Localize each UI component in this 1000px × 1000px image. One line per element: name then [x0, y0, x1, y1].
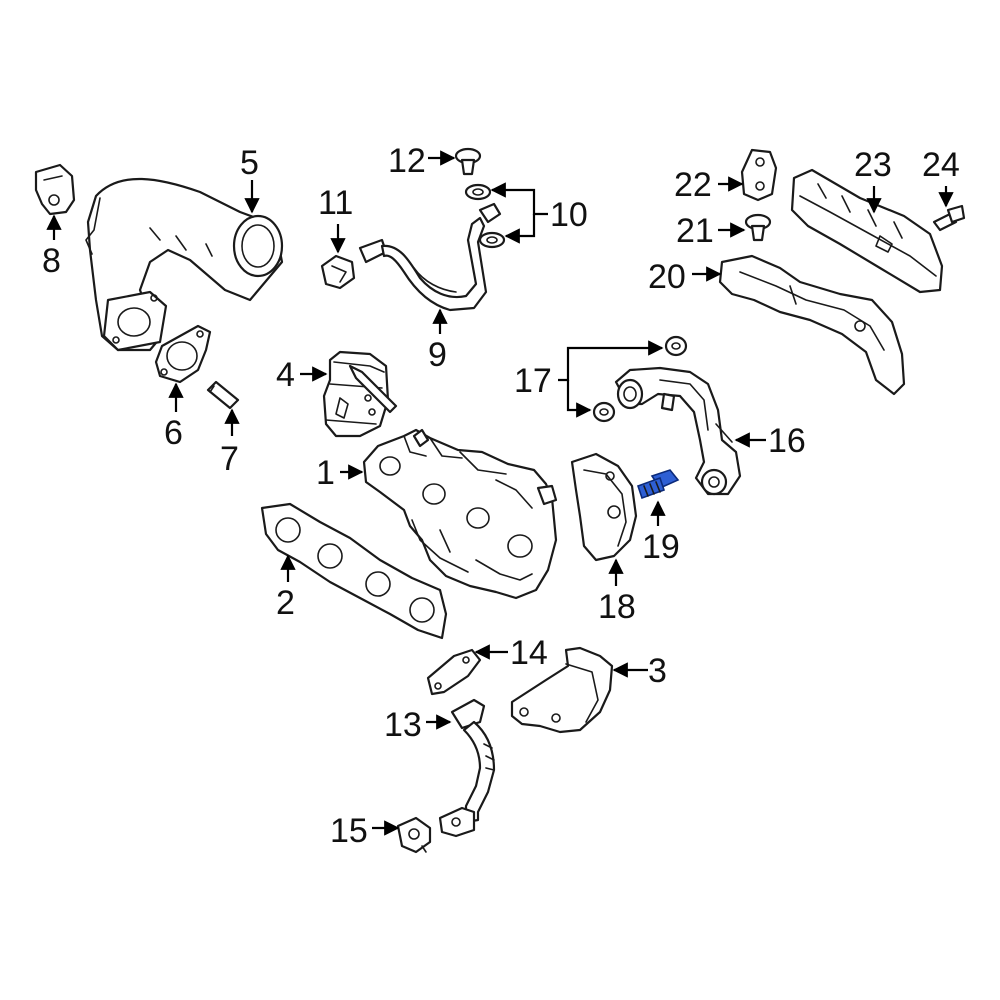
part-6-gasket[interactable] [154, 324, 212, 384]
callout-label-15: 15 [330, 812, 368, 850]
callout-label-10: 10 [550, 196, 588, 234]
callout-label-1: 1 [316, 454, 335, 492]
callout-2: 2 [276, 554, 296, 622]
callout-11: 11 [318, 184, 353, 254]
callout-label-14: 14 [510, 634, 548, 672]
part-8-bracket[interactable] [34, 163, 76, 216]
callout-label-2: 2 [276, 584, 295, 622]
part-14-bracket[interactable] [426, 648, 482, 696]
callout-15: 15 [330, 812, 400, 850]
callout-label-6: 6 [164, 414, 183, 452]
part-11-clip[interactable] [320, 254, 356, 290]
callout-16: 16 [734, 422, 806, 460]
callout-label-22: 22 [674, 166, 712, 204]
part-1-turbocharger[interactable] [362, 428, 558, 600]
callout-23: 23 [854, 146, 892, 214]
callout-8: 8 [42, 214, 62, 280]
callout-24: 24 [922, 146, 960, 208]
part-7-dowel-pin[interactable] [206, 380, 240, 410]
part-22-bracket[interactable] [740, 148, 778, 202]
callout-14: 14 [474, 634, 548, 672]
callout-label-3: 3 [648, 652, 667, 690]
part-4-actuator[interactable] [322, 350, 398, 438]
callout-label-5: 5 [240, 144, 259, 182]
part-13-return-line[interactable] [438, 698, 496, 838]
part-24-stud[interactable] [932, 204, 966, 232]
callout-label-8: 8 [42, 242, 61, 280]
part-19-bolt[interactable] [636, 469, 680, 500]
callout-13: 13 [384, 706, 452, 744]
callout-label-12: 12 [388, 142, 426, 180]
callout-20: 20 [648, 258, 722, 296]
part-12-banjo-bolt[interactable] [454, 147, 482, 176]
part-16-coolant-pipe[interactable] [614, 366, 742, 496]
callout-label-13: 13 [384, 706, 422, 744]
callout-label-23: 23 [854, 146, 892, 184]
callout-label-21: 21 [676, 212, 714, 250]
callout-18: 18 [598, 558, 636, 626]
part-5-intake-pipe[interactable] [85, 177, 284, 352]
part-17-washers[interactable] [592, 335, 688, 423]
callout-17: 17 [514, 340, 664, 418]
part-21-bolt[interactable] [744, 213, 772, 242]
callout-5: 5 [240, 144, 260, 214]
callout-22: 22 [674, 166, 744, 204]
callout-label-16: 16 [768, 422, 806, 460]
callout-label-17: 17 [514, 362, 552, 400]
part-9-oil-line[interactable] [358, 202, 502, 312]
callout-label-4: 4 [276, 356, 295, 394]
callout-1: 1 [316, 454, 364, 492]
callout-9: 9 [428, 308, 448, 374]
callout-label-7: 7 [220, 440, 239, 478]
callout-label-11: 11 [318, 184, 353, 222]
callout-19: 19 [642, 500, 680, 566]
callout-label-18: 18 [598, 588, 636, 626]
part-23-heat-shield[interactable] [790, 168, 944, 294]
callout-6: 6 [164, 382, 184, 452]
callout-label-19: 19 [642, 528, 680, 566]
callout-7: 7 [220, 408, 240, 478]
callout-label-20: 20 [648, 258, 686, 296]
part-20-heat-shield[interactable] [718, 254, 906, 396]
callout-4: 4 [276, 356, 328, 394]
part-3-support-bracket[interactable] [510, 646, 614, 734]
callout-10: 10 [490, 182, 588, 244]
callout-21: 21 [676, 212, 746, 250]
callout-label-9: 9 [428, 336, 447, 374]
part-18-heat-shield[interactable] [570, 452, 638, 562]
callout-label-24: 24 [922, 146, 960, 184]
callout-3: 3 [612, 652, 667, 690]
part-15-gasket[interactable] [396, 816, 432, 854]
part-10-washers[interactable] [464, 183, 506, 249]
callout-12: 12 [388, 142, 456, 180]
